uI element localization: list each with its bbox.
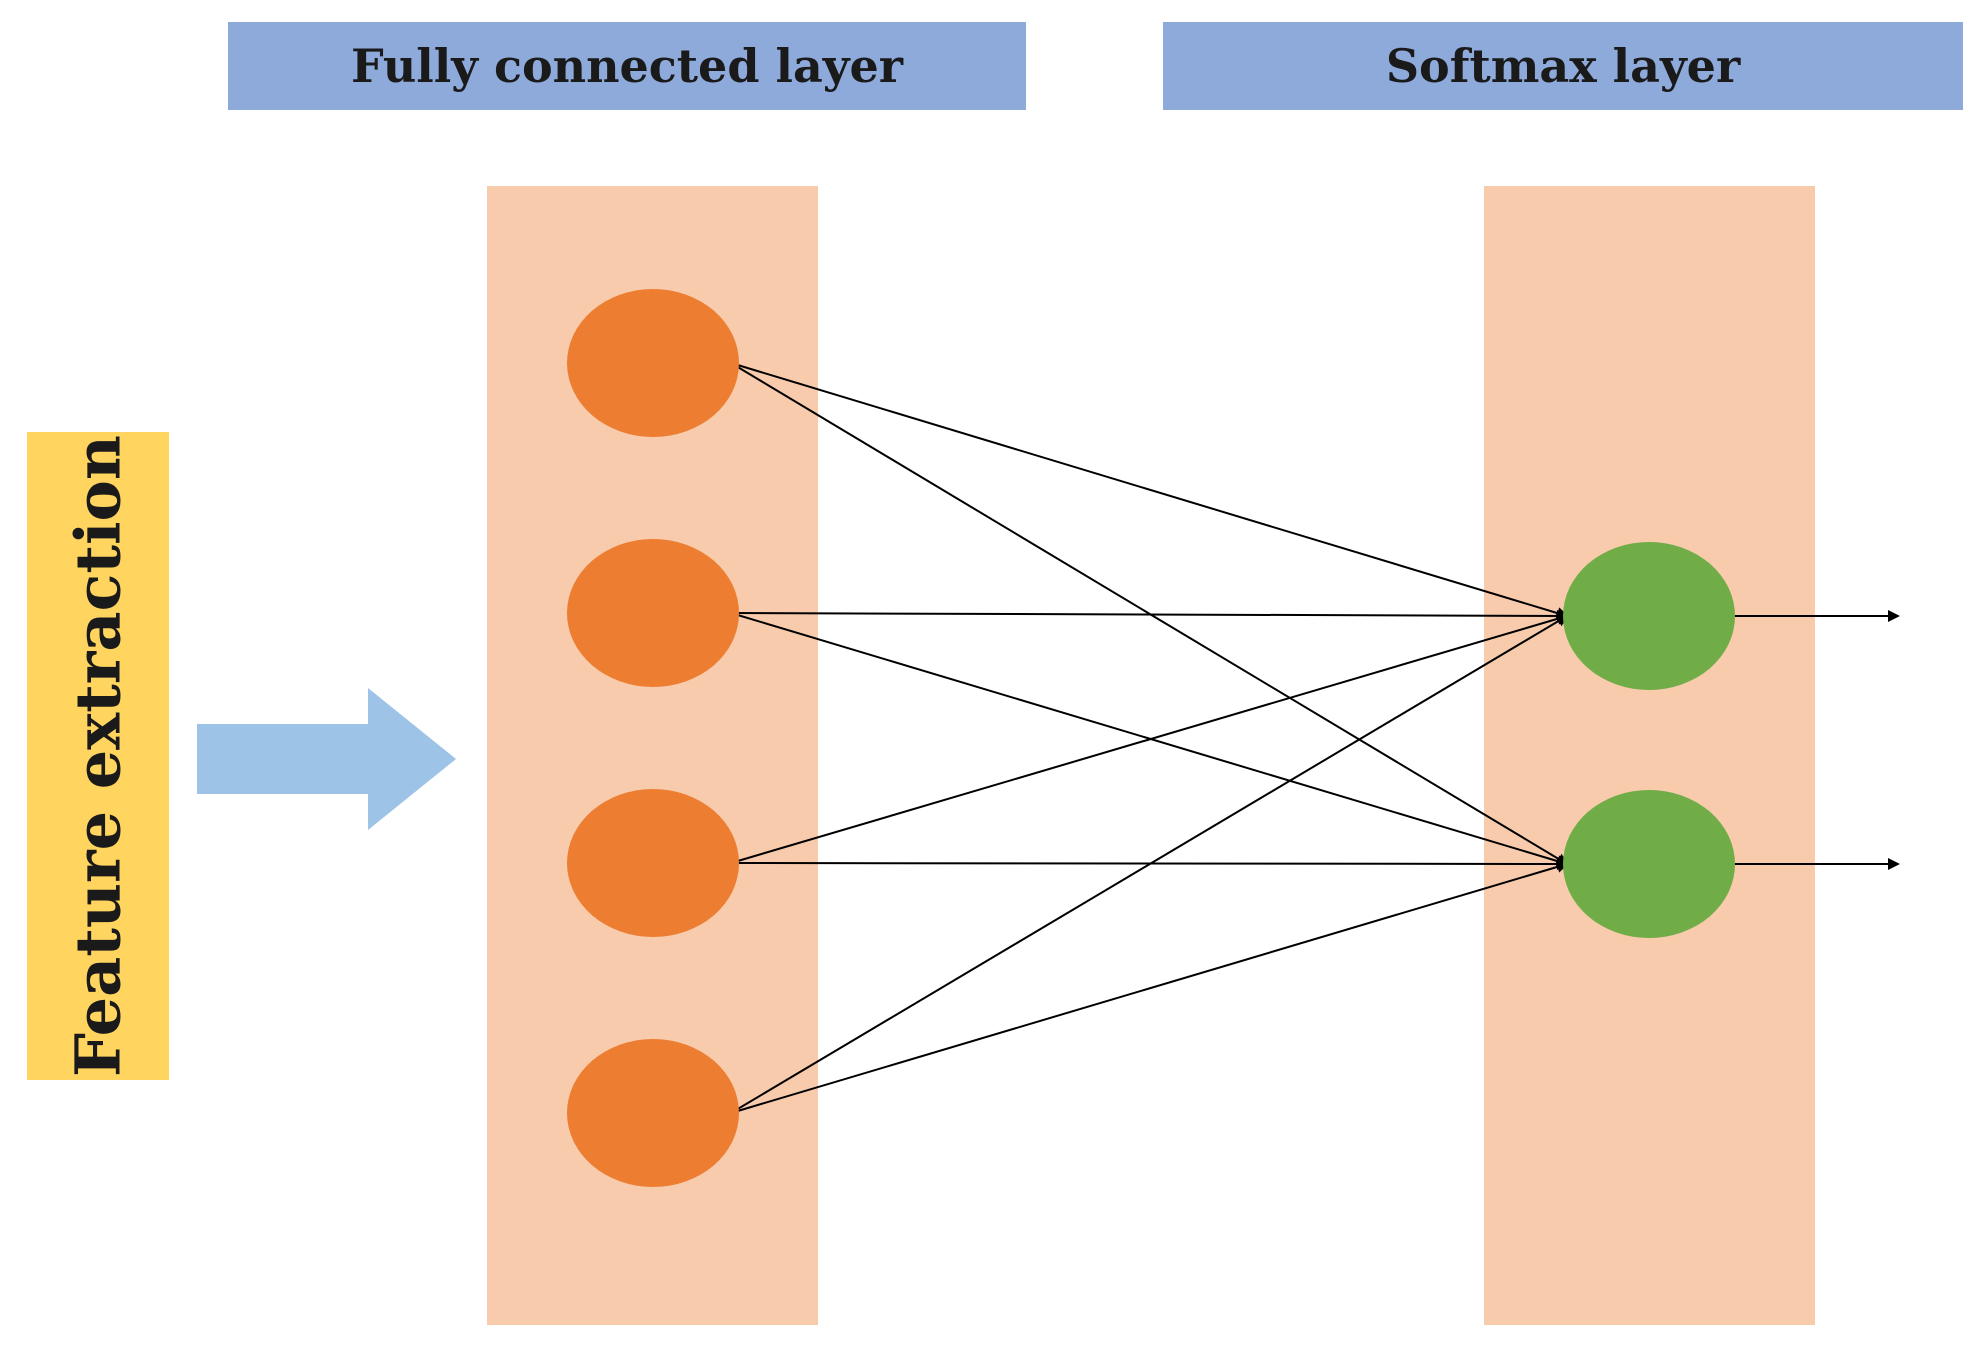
edge-fc4-to-softmax2 bbox=[730, 861, 1569, 1114]
softmax-layer-title: Softmax layer bbox=[1385, 39, 1741, 93]
fully-connected-node-3 bbox=[567, 789, 739, 937]
edge-fc3-to-softmax1 bbox=[730, 613, 1569, 864]
layer-nodes bbox=[567, 289, 1735, 1187]
edge-fc4-to-softmax1 bbox=[730, 614, 1569, 1114]
fully-connected-layer-title: Fully connected layer bbox=[350, 39, 904, 93]
fully-connected-layer-header: Fully connected layer bbox=[228, 22, 1026, 110]
softmax-layer-header: Softmax layer bbox=[1163, 22, 1963, 110]
edge-fc2-to-softmax1 bbox=[730, 609, 1569, 622]
input-arrow bbox=[197, 688, 456, 830]
softmax-node-2 bbox=[1563, 790, 1735, 938]
fully-connected-node-4 bbox=[567, 1039, 739, 1187]
fully-connected-node-2 bbox=[567, 539, 739, 687]
output-arrows bbox=[1735, 610, 1900, 870]
fully-connected-node-1 bbox=[567, 289, 739, 437]
feature-extraction-box bbox=[27, 432, 169, 1080]
softmax-node-1 bbox=[1563, 542, 1735, 690]
connection-edges bbox=[730, 362, 1569, 1114]
edge-fc1-to-softmax1 bbox=[730, 362, 1569, 619]
softmax-layer-column bbox=[1484, 186, 1815, 1325]
